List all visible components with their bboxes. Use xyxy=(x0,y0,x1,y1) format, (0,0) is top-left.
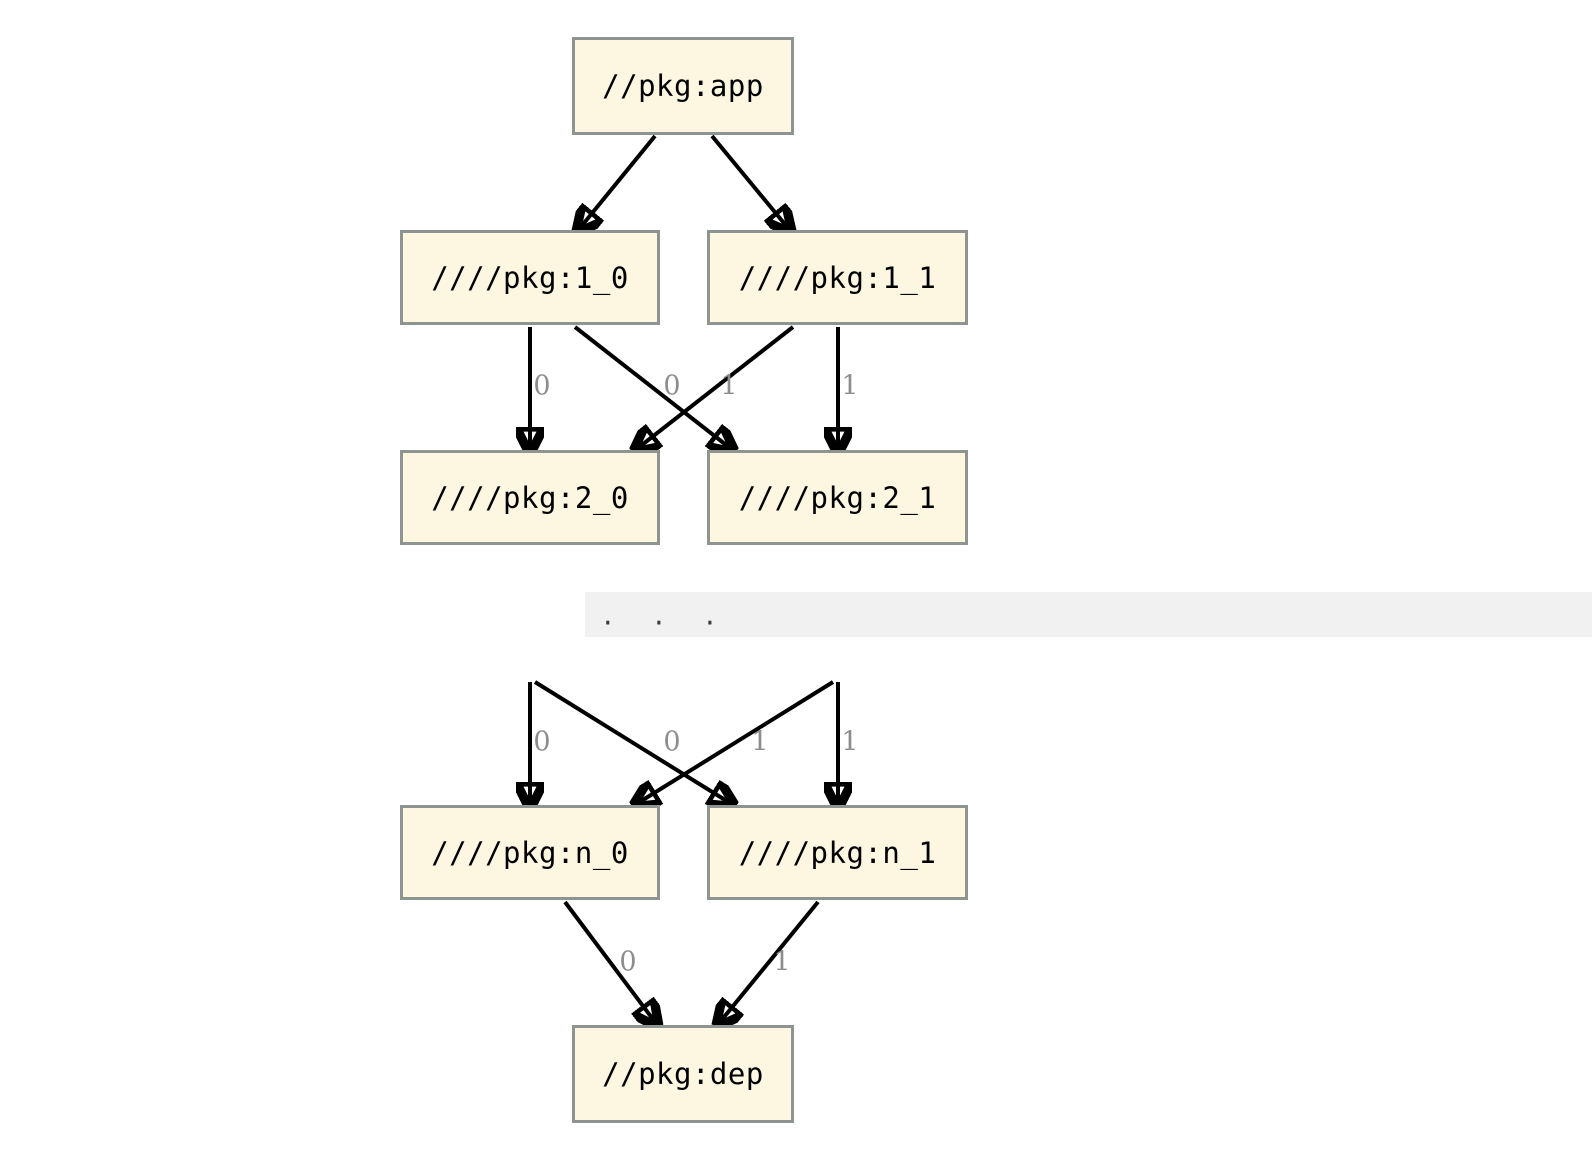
edge-label-e-cut-n_0: 0 xyxy=(533,726,551,758)
graph-edge-e-app-1_0 xyxy=(580,134,657,228)
graph-node-app[interactable]: //pkg:app xyxy=(572,37,794,135)
graph-node-l1_0[interactable]: ////pkg:1_0 xyxy=(400,230,660,325)
ellipsis-separator: · · · xyxy=(585,592,1592,641)
graph-node-l2_0[interactable]: ////pkg:2_0 xyxy=(400,450,660,545)
graph-node-l2_1[interactable]: ////pkg:2_1 xyxy=(707,450,968,545)
graph-edge-e-1_1-2_0 xyxy=(638,325,795,448)
edge-label-e-n_0-dep: 0 xyxy=(619,946,637,978)
graph-node-l1_1[interactable]: ////pkg:1_1 xyxy=(707,230,968,325)
graph-edge-e-app-1_1 xyxy=(710,134,788,228)
edge-label-e-1_0-2_1: 0 xyxy=(663,370,681,402)
ellipsis-dots: · · · xyxy=(603,606,731,641)
edge-label-e-1_0-2_0: 0 xyxy=(533,370,551,402)
edge-label-e-n_1-dep: 1 xyxy=(773,946,791,978)
edge-label-e-cut-n_1b: 0 xyxy=(663,726,681,758)
graph-node-ln_1[interactable]: ////pkg:n_1 xyxy=(707,805,968,900)
edge-label-e-1_1-2_0: 1 xyxy=(720,370,738,402)
graph-node-ln_0[interactable]: ////pkg:n_0 xyxy=(400,805,660,900)
graph-edge-e-cut-n_1b xyxy=(533,680,730,803)
graph-edge-e-n_1-dep xyxy=(720,900,820,1022)
edge-label-e-1_1-2_1: 1 xyxy=(841,370,859,402)
graph-edge-e-1_0-2_1 xyxy=(573,325,730,448)
graph-edge-e-n_0-dep xyxy=(563,900,655,1022)
edge-label-e-cut-n_1: 1 xyxy=(841,726,859,758)
edge-label-e-cut-n_0b: 1 xyxy=(751,726,769,758)
graph-node-dep[interactable]: //pkg:dep xyxy=(572,1025,794,1123)
